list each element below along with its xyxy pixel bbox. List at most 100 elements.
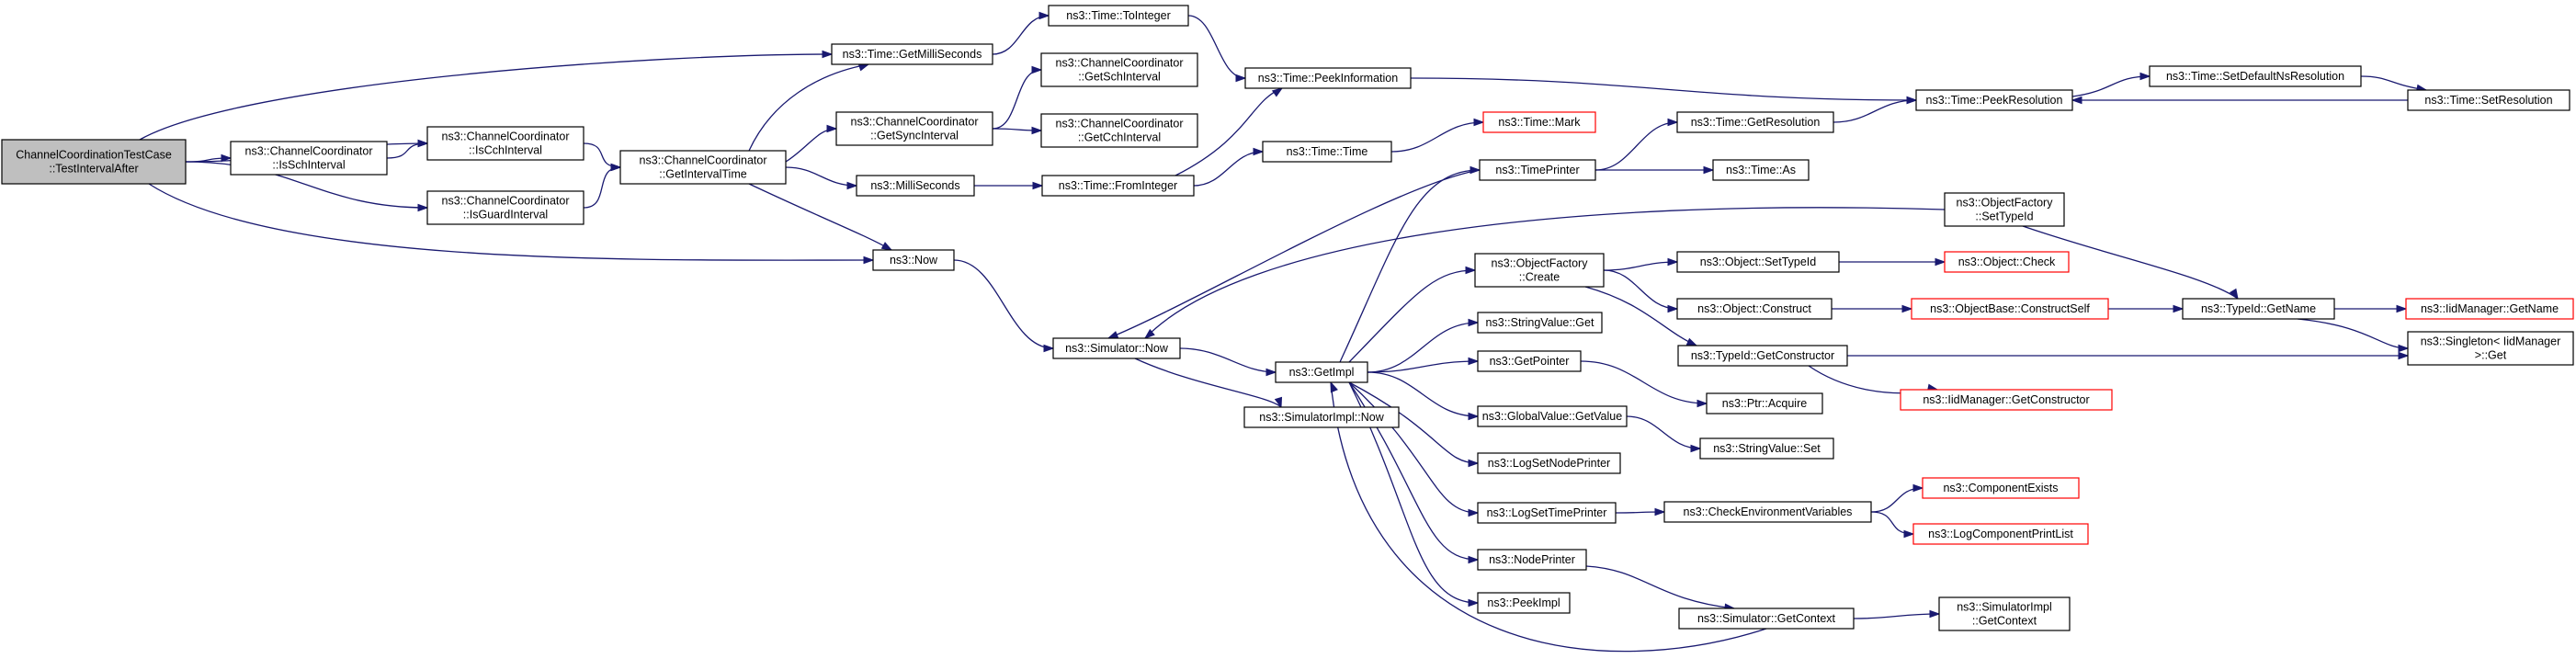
node-box bbox=[1944, 251, 2070, 273]
node-setRes[interactable]: ns3::Time::SetResolution bbox=[2407, 89, 2570, 111]
node-timeTime[interactable]: ns3::Time::Time bbox=[1262, 141, 1392, 163]
node-box bbox=[1477, 312, 1603, 334]
node-box bbox=[230, 141, 388, 176]
node-box bbox=[426, 190, 584, 225]
node-label: ns3::SimulatorImpl bbox=[1957, 601, 2052, 614]
node-ofSetTypeId[interactable]: ns3::ObjectFactory::SetTypeId bbox=[1944, 192, 2065, 227]
edge-getMilli-to-toInteger bbox=[992, 11, 1050, 55]
node-simGetContext[interactable]: ns3::Simulator::GetContext bbox=[1678, 608, 1855, 630]
node-simImplNow[interactable]: ns3::SimulatorImpl::Now bbox=[1243, 406, 1400, 428]
edge-line bbox=[1134, 358, 1282, 408]
node-label: ns3::ObjectFactory bbox=[1492, 257, 1589, 270]
node-peekImpl[interactable]: ns3::PeekImpl bbox=[1477, 592, 1571, 614]
edge-tidGetName-to-iidGetName bbox=[2334, 304, 2408, 313]
node-box bbox=[1477, 549, 1587, 571]
node-logSetTime[interactable]: ns3::LogSetTimePrinter bbox=[1477, 502, 1617, 524]
edge-line bbox=[1585, 565, 1735, 609]
node-label: ns3::Time::ToInteger bbox=[1066, 9, 1170, 22]
edge-arrowhead bbox=[1473, 118, 1485, 127]
node-toInteger[interactable]: ns3::Time::ToInteger bbox=[1048, 5, 1189, 27]
edge-line bbox=[2022, 225, 2239, 300]
node-isSch[interactable]: ns3::ChannelCoordinator::IsSchInterval bbox=[230, 141, 388, 176]
node-logSetNode[interactable]: ns3::LogSetNodePrinter bbox=[1477, 452, 1621, 474]
edge-arrowhead bbox=[857, 63, 870, 72]
node-box bbox=[1243, 406, 1400, 428]
node-label: ns3::Time::PeekInformation bbox=[1258, 72, 1398, 85]
node-simNow[interactable]: ns3::Simulator::Now bbox=[1052, 337, 1181, 359]
node-logCompPrint[interactable]: ns3::LogComponentPrintList bbox=[1912, 523, 2089, 545]
node-now[interactable]: ns3::Now bbox=[872, 249, 955, 271]
node-fromInteger[interactable]: ns3::Time::FromInteger bbox=[1041, 175, 1195, 197]
edge-line bbox=[1175, 87, 1283, 176]
node-simImplGetContext[interactable]: ns3::SimulatorImpl::GetContext bbox=[1938, 596, 2071, 631]
node-nodePrinter[interactable]: ns3::NodePrinter bbox=[1477, 549, 1587, 571]
node-getImpl[interactable]: ns3::GetImpl bbox=[1275, 361, 1368, 383]
node-getRes[interactable]: ns3::Time::GetResolution bbox=[1676, 111, 1834, 133]
edge-getRes-to-peekRes bbox=[1833, 96, 1918, 123]
node-box bbox=[2407, 331, 2574, 366]
node-peekRes[interactable]: ns3::Time::PeekResolution bbox=[1915, 89, 2073, 111]
edge-arrowhead bbox=[1043, 344, 1055, 353]
edge-arrowhead bbox=[1330, 380, 1338, 393]
edge-objConstruct-to-obConstructSelf bbox=[1832, 304, 1913, 313]
edge-line bbox=[785, 166, 857, 187]
node-svSet[interactable]: ns3::StringValue::Set bbox=[1699, 437, 1834, 460]
edge-now-to-simNow bbox=[953, 259, 1055, 353]
node-box bbox=[1052, 337, 1181, 359]
node-getCchI[interactable]: ns3::ChannelCoordinator::GetCchInterval bbox=[1040, 113, 1198, 148]
node-getSchI[interactable]: ns3::ChannelCoordinator::GetSchInterval bbox=[1040, 52, 1198, 87]
node-getSync[interactable]: ns3::ChannelCoordinator::GetSyncInterval bbox=[835, 111, 993, 146]
edge-arrowhead bbox=[2229, 288, 2239, 301]
node-objConstruct[interactable]: ns3::Object::Construct bbox=[1676, 298, 1833, 320]
node-label: ::Create bbox=[1519, 271, 1560, 284]
node-timePrinter[interactable]: ns3::TimePrinter bbox=[1479, 159, 1596, 181]
edge-getImpl-to-logSetNode bbox=[1348, 381, 1480, 468]
edge-checkEnv-to-compExists bbox=[1870, 483, 1924, 513]
node-tidGetCtor[interactable]: ns3::TypeId::GetConstructor bbox=[1677, 345, 1848, 367]
node-tidGetName[interactable]: ns3::TypeId::GetName bbox=[2182, 298, 2335, 320]
edge-timePrinter-to-getRes bbox=[1594, 118, 1679, 171]
node-getPointer[interactable]: ns3::GetPointer bbox=[1477, 350, 1582, 372]
node-timeAs[interactable]: ns3::Time::As bbox=[1712, 159, 1810, 181]
node-setDefRes[interactable]: ns3::Time::SetDefaultNsResolution bbox=[2149, 65, 2362, 87]
node-isCch[interactable]: ns3::ChannelCoordinator::IsCchInterval bbox=[426, 126, 584, 161]
node-singletonGet[interactable]: ns3::Singleton< IidManager >::Get bbox=[2407, 331, 2574, 366]
edge-arrowhead bbox=[822, 50, 834, 59]
edge-arrowhead bbox=[1468, 412, 1480, 421]
node-svGet[interactable]: ns3::StringValue::Get bbox=[1477, 312, 1603, 334]
node-ptrAcquire[interactable]: ns3::Ptr::Acquire bbox=[1706, 392, 1823, 414]
edge-arrowhead bbox=[1697, 399, 1708, 408]
node-box bbox=[1040, 113, 1198, 148]
node-getMilli[interactable]: ns3::Time::GetMilliSeconds bbox=[831, 43, 993, 65]
node-getIntervalTime[interactable]: ns3::ChannelCoordinator::GetIntervalTime bbox=[619, 150, 787, 185]
node-gvGetValue[interactable]: ns3::GlobalValue::GetValue bbox=[1477, 405, 1628, 427]
edge-ofSetTypeId-to-tidGetName bbox=[2022, 225, 2239, 301]
edge-arrowhead bbox=[1235, 74, 1247, 83]
node-box bbox=[1474, 253, 1605, 288]
edge-arrowhead bbox=[1038, 11, 1050, 20]
node-label: ns3::Time::SetResolution bbox=[2424, 94, 2552, 107]
node-label: ns3::LogSetTimePrinter bbox=[1487, 506, 1607, 519]
node-milliSeconds[interactable]: ns3::MilliSeconds bbox=[856, 175, 975, 197]
edge-arrowhead bbox=[1690, 444, 1702, 453]
node-checkEnv[interactable]: ns3::CheckEnvironmentVariables bbox=[1663, 501, 1872, 523]
node-root[interactable]: ChannelCoordinationTestCase::TestInterva… bbox=[1, 139, 187, 185]
node-objCheck[interactable]: ns3::Object::Check bbox=[1944, 251, 2070, 273]
node-iidGetName[interactable]: ns3::IidManager::GetName bbox=[2405, 298, 2574, 320]
edge-arrowhead bbox=[1654, 507, 1666, 517]
node-box bbox=[1477, 502, 1617, 524]
node-label: ns3::Time::GetMilliSeconds bbox=[843, 48, 982, 61]
edge-layer bbox=[139, 11, 2428, 653]
node-compExists[interactable]: ns3::ComponentExists bbox=[1922, 477, 2080, 499]
node-peekInfo[interactable]: ns3::Time::PeekInformation bbox=[1244, 67, 1412, 89]
edge-line bbox=[992, 69, 1042, 130]
node-iidGetCtor[interactable]: ns3::IidManager::GetConstructor bbox=[1900, 389, 2113, 411]
node-timeMark[interactable]: ns3::Time::Mark bbox=[1482, 111, 1596, 133]
node-ofCreate[interactable]: ns3::ObjectFactory::Create bbox=[1474, 253, 1605, 288]
node-objSetTypeId[interactable]: ns3::Object::SetTypeId bbox=[1676, 251, 1840, 273]
node-obConstructSelf[interactable]: ns3::ObjectBase::ConstructSelf bbox=[1911, 298, 2109, 320]
edge-line bbox=[1390, 121, 1484, 153]
node-isGuard[interactable]: ns3::ChannelCoordinator::IsGuardInterval bbox=[426, 190, 584, 225]
node-label: ns3::ChannelCoordinator bbox=[851, 116, 979, 129]
edge-arrowhead bbox=[1265, 368, 1277, 377]
